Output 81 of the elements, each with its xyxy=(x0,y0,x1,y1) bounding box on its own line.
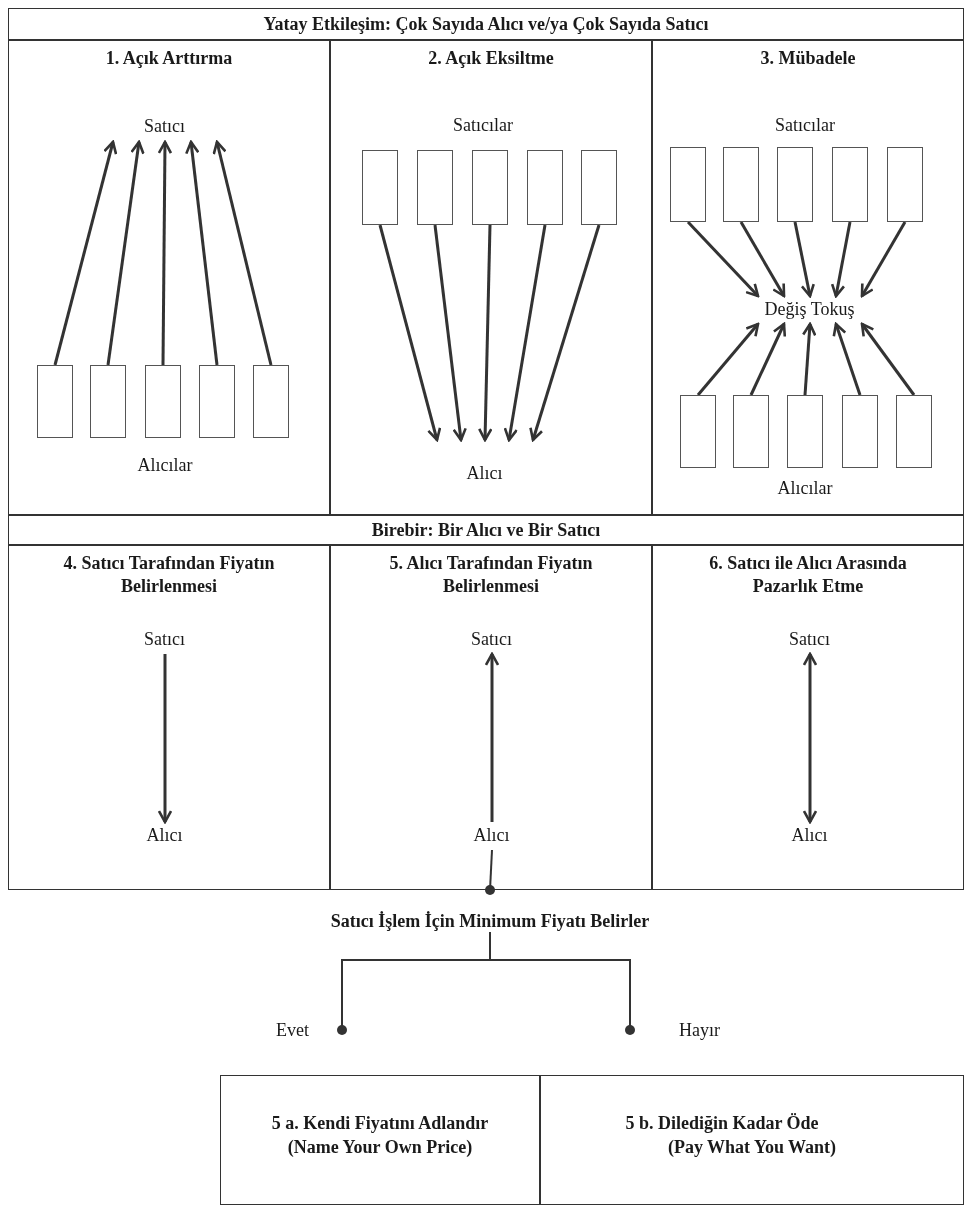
panel xyxy=(330,545,652,890)
group-label: Alıcılar xyxy=(776,478,834,499)
empty-box xyxy=(776,146,813,222)
empty-box xyxy=(89,364,126,438)
empty-box xyxy=(361,149,398,225)
arrow xyxy=(860,322,916,396)
empty-box xyxy=(841,394,878,468)
empty-box xyxy=(36,364,73,438)
empty-box xyxy=(416,149,453,225)
arrow xyxy=(860,221,907,298)
empty-box xyxy=(669,146,706,222)
arrow xyxy=(185,140,219,366)
empty-box xyxy=(144,364,181,438)
option-subtitle: (Name Your Own Price) xyxy=(287,1136,473,1159)
arrow xyxy=(433,224,467,442)
empty-box xyxy=(831,146,868,222)
arrow xyxy=(801,322,817,396)
arrow xyxy=(212,140,273,366)
arrow xyxy=(749,322,787,396)
decision-label: Satıcı İşlem İçin Minimum Fiyatı Belirler xyxy=(230,890,750,932)
empty-box xyxy=(198,364,235,438)
arrow xyxy=(802,652,818,824)
section-band: Birebir: Bir Alıcı ve Bir Satıcı xyxy=(8,515,964,545)
arrow xyxy=(686,220,760,298)
panel-title: 4. Satıcı Tarafından Fiyatın Belirlenmesi xyxy=(62,552,276,597)
arrow xyxy=(53,140,118,366)
empty-box xyxy=(526,149,563,225)
empty-box xyxy=(786,394,823,468)
arrow xyxy=(503,224,547,442)
empty-box xyxy=(895,394,932,468)
role-label: Alıcı xyxy=(424,439,545,484)
empty-box xyxy=(471,149,508,225)
panel xyxy=(652,40,964,515)
group-label: Alıcılar xyxy=(136,455,194,476)
dot-connector xyxy=(489,931,635,1035)
empty-box xyxy=(722,146,759,222)
section-band: Yatay Etkileşim: Çok Sayıda Alıcı ve/ya Çok Sayıda Satıcı xyxy=(8,8,964,40)
role-label: Alıcı xyxy=(754,821,865,850)
arrow xyxy=(793,221,815,298)
panel xyxy=(330,40,652,515)
arrow xyxy=(830,221,852,298)
empty-box xyxy=(732,394,769,468)
group-label: Satıcılar xyxy=(774,115,836,136)
role-label: Satıcı xyxy=(99,111,230,142)
panel-title: 2. Açık Eksiltme xyxy=(428,47,554,70)
panel xyxy=(652,545,964,890)
option-box xyxy=(220,1075,540,1205)
arrow xyxy=(696,322,760,396)
empty-box xyxy=(679,394,716,468)
role-label: Evet xyxy=(276,1017,342,1043)
role-label: Alıcı xyxy=(439,821,544,850)
role-label: Satıcı xyxy=(754,625,865,654)
arrow xyxy=(106,140,145,366)
option-title: 5 a. Kendi Fiyatını Adlandır xyxy=(271,1111,489,1135)
arrow xyxy=(832,322,862,396)
panel-title: 3. Mübadele xyxy=(760,47,856,70)
role-label: Satıcı xyxy=(119,625,210,654)
panel-title: 1. Açık Arttırma xyxy=(105,47,233,70)
panel xyxy=(8,40,330,515)
arrow xyxy=(378,224,442,442)
empty-box xyxy=(886,146,923,222)
panel xyxy=(8,545,330,890)
arrow xyxy=(739,221,786,298)
arrow xyxy=(477,224,493,442)
arrow xyxy=(529,224,601,442)
panel-title: 5. Alıcı Tarafından Fiyatın Belirlenmesi xyxy=(388,552,594,597)
group-label: Satıcılar xyxy=(452,115,514,136)
arrow xyxy=(157,140,173,365)
option-box xyxy=(540,1075,964,1205)
role-label: Değiş Tokuş xyxy=(744,295,875,324)
role-label: Hayır xyxy=(630,1017,720,1043)
empty-box xyxy=(580,149,617,225)
dot-connector xyxy=(485,849,495,895)
option-subtitle: (Pay What You Want) xyxy=(667,1136,837,1159)
empty-box xyxy=(252,364,289,438)
role-label: Alıcı xyxy=(119,821,210,850)
role-label: Satıcı xyxy=(439,625,544,654)
option-title: 5 b. Dilediğin Kadar Öde xyxy=(625,1111,819,1135)
arrow xyxy=(484,652,500,822)
arrow xyxy=(157,654,173,824)
panel-title: 6. Satıcı ile Alıcı Arasında Pazarlık Etme xyxy=(708,552,908,597)
